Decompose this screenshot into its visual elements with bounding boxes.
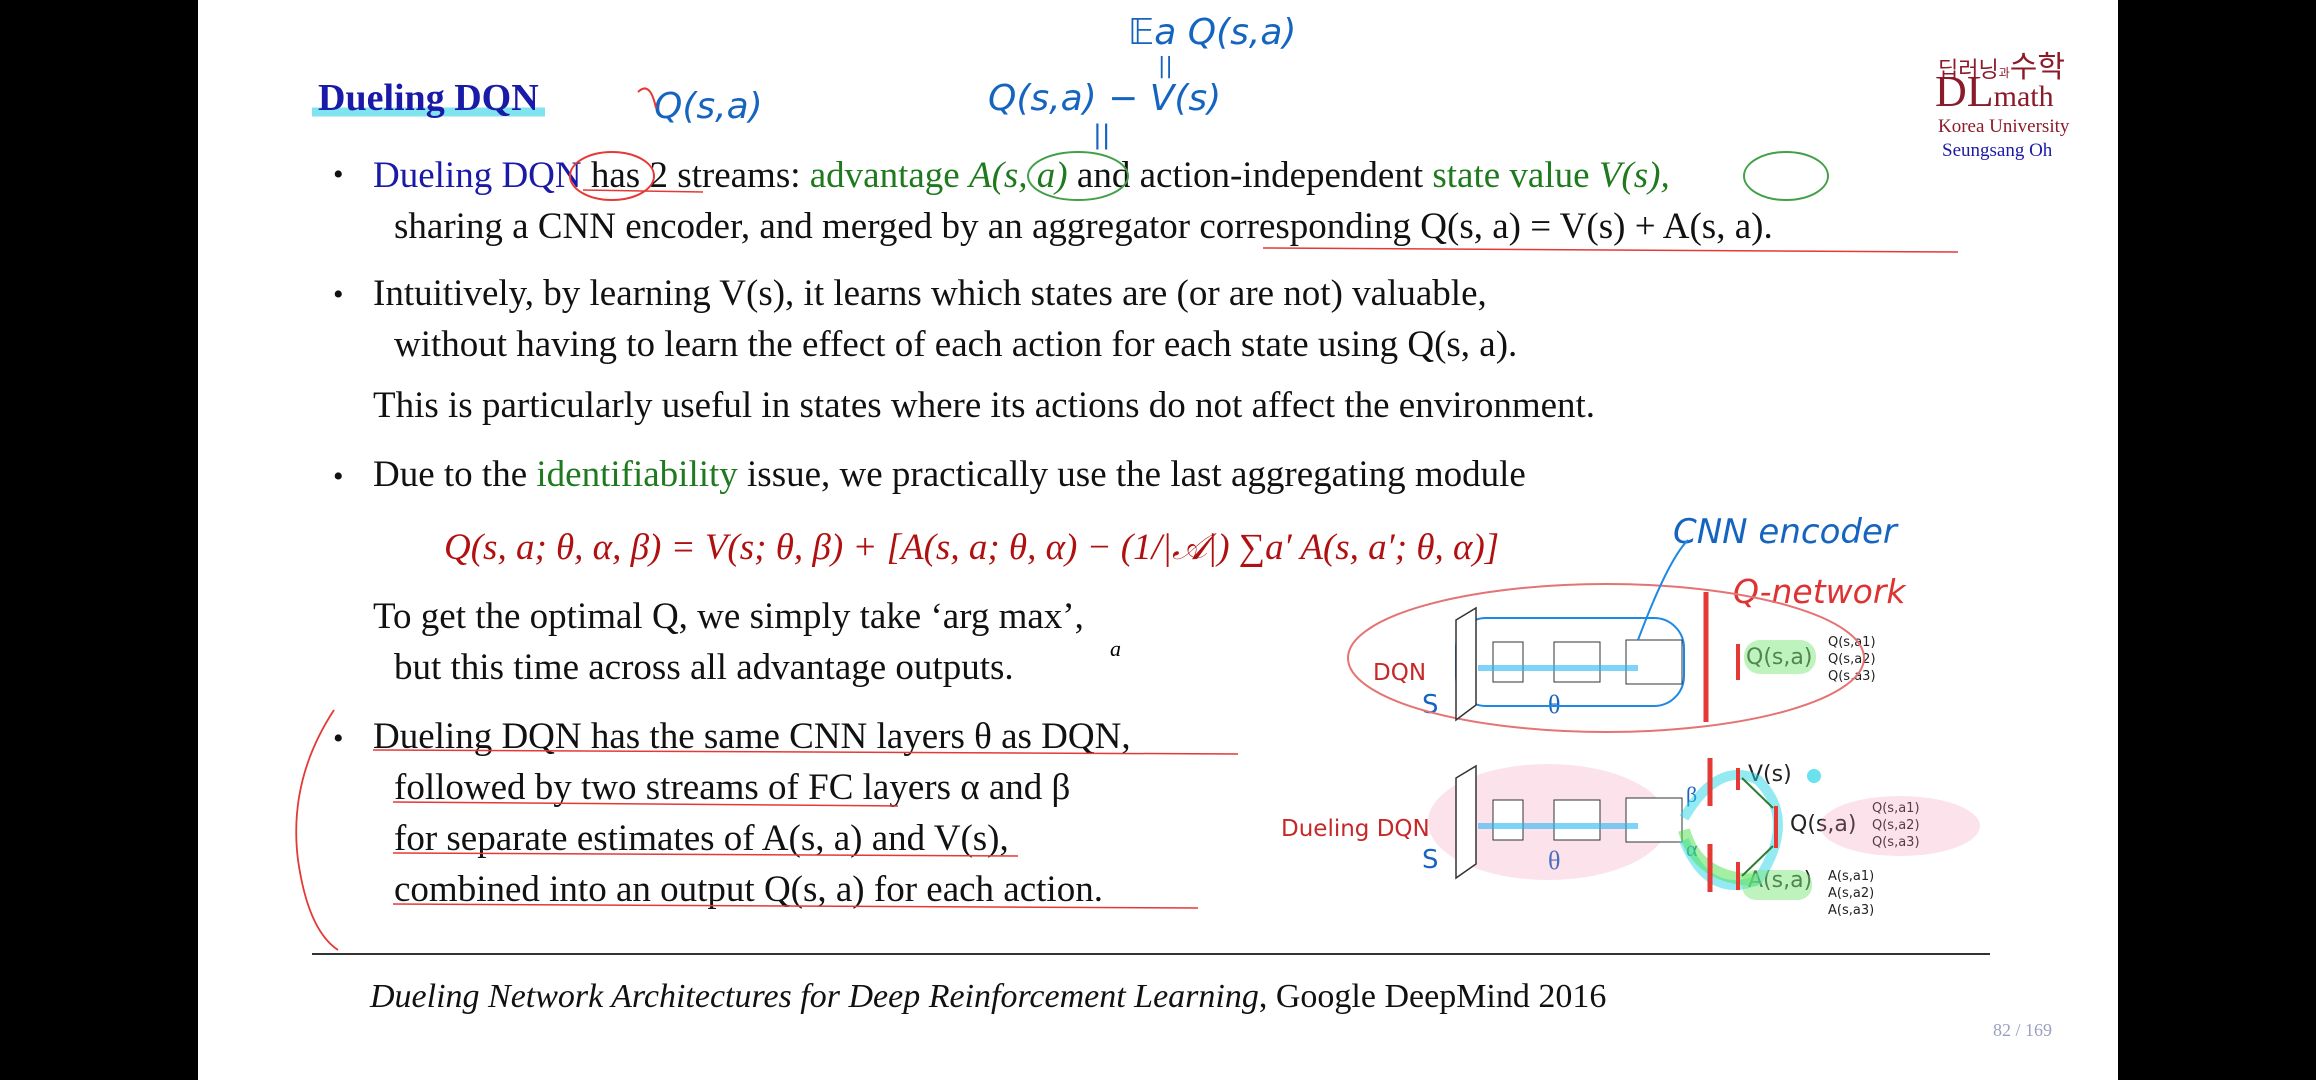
- logo-korean2: 수학: [2009, 50, 2065, 85]
- bullet1-line1: Dueling DQN has 2 streams: advantage A(s…: [373, 155, 1670, 196]
- q-item: Q(s,a2): [1872, 818, 1920, 833]
- annot-q-sa: Q(s,a): [654, 86, 763, 127]
- bullet4-line4: combined into an output Q(s, a) for each…: [394, 869, 1103, 910]
- annot-q-network: Q-network: [1733, 572, 1906, 611]
- q-item: Q(s,a1): [1828, 635, 1876, 650]
- annot-circle: [569, 151, 655, 201]
- a-item: A(s,a2): [1828, 886, 1875, 901]
- bullet2-line3: This is particularly useful in states wh…: [373, 385, 1596, 426]
- annot-underline: [372, 749, 1239, 909]
- bullet-dot: •: [333, 460, 344, 493]
- argmax-subscript: a: [1110, 636, 1121, 661]
- bullet4-line3: for separate estimates of A(s, a) and V(…: [394, 818, 1009, 859]
- annot-expectation: 𝔼a Q(s,a): [1128, 12, 1297, 53]
- q-item: Q(s,a3): [1872, 835, 1920, 850]
- annot-equals: ||: [1158, 54, 1173, 79]
- logo-korean: 딥러닝: [1938, 58, 1999, 83]
- annot-arrow: [637, 87, 657, 109]
- bullet2-line2: without having to learn the effect of ea…: [394, 324, 1518, 365]
- bullet-dot: •: [333, 278, 344, 311]
- diagram-theta-label: θ: [1548, 846, 1561, 875]
- footer-citation: Dueling Network Architectures for Deep R…: [370, 978, 1607, 1015]
- aggregation-formula: Q(s, a; θ, α, β) = V(s; θ, β) + [A(s, a;…: [444, 527, 1500, 568]
- annot-q-minus-v: Q(s,a) − V(s): [988, 78, 1222, 119]
- a-item: A(s,a1): [1828, 869, 1875, 884]
- bullet3-line2: To get the optimal Q, we simply take ‘ar…: [373, 596, 1084, 637]
- diagram-q-output: Q(s,a): [1790, 812, 1857, 837]
- q-item: Q(s,a3): [1828, 669, 1876, 684]
- diagram-beta-label: β: [1686, 782, 1698, 807]
- logo-small: 과: [1998, 66, 2010, 80]
- annot-equals: ||: [1093, 120, 1111, 150]
- dqn-outline: [1347, 583, 1865, 733]
- slide-title: Dueling DQN: [312, 76, 545, 120]
- annot-cnn-encoder: CNN encoder: [1673, 512, 1897, 552]
- logo-dl: DL: [1935, 67, 1994, 116]
- diagram-dqn-label: DQN: [1373, 660, 1427, 686]
- q-item: Q(s,a1): [1872, 801, 1920, 816]
- diagram-theta-label: θ: [1548, 690, 1561, 719]
- logo: 딥러닝과수학: [1938, 42, 2065, 86]
- logo-author: Seungsang Oh: [1942, 140, 2053, 161]
- footer-divider: [312, 953, 1990, 955]
- diagram-s-label: S: [1422, 845, 1439, 875]
- bullet2-line1: Intuitively, by learning V(s), it learns…: [373, 273, 1487, 314]
- annot-bracket: [295, 709, 339, 951]
- conv-layer: [1492, 641, 1524, 683]
- logo-math: math: [1993, 80, 2054, 113]
- annot-underline: [1262, 247, 1959, 253]
- bullet3-line1: Due to the identifiability issue, we pra…: [373, 454, 1526, 495]
- bullet3-line3: but this time across all advantage outpu…: [394, 647, 1014, 688]
- conv-layer: [1553, 641, 1601, 683]
- diagram-a-list: A(s,a1) A(s,a2) A(s,a3): [1828, 868, 1874, 919]
- network-diagram: [295, 87, 1980, 951]
- slide: Dueling DQN 딥러닝과수학 DLmath Korea Universi…: [198, 0, 2118, 1080]
- bullet-dot: •: [333, 722, 344, 755]
- input-layer: [1455, 606, 1477, 722]
- logo-dlmath: DLmath: [1935, 66, 2054, 117]
- logo-univ: Korea University: [1938, 116, 2070, 137]
- conv-layer: [1553, 799, 1601, 841]
- annot-circle: [1743, 151, 1829, 201]
- bullet1-line2: sharing a CNN encoder, and merged by an …: [394, 206, 1773, 247]
- diagram-dueling-label: Dueling DQN: [1281, 816, 1430, 842]
- bullet-dot: •: [333, 158, 344, 191]
- conv-layer: [1625, 797, 1683, 843]
- a-item: A(s,a3): [1828, 903, 1875, 918]
- annot-underline: [582, 189, 704, 193]
- diagram-q-list: Q(s,a1) Q(s,a2) Q(s,a3): [1872, 800, 1920, 851]
- dueling-highlight: [1428, 764, 1668, 880]
- input-layer: [1455, 764, 1477, 880]
- conv-layer: [1492, 799, 1524, 841]
- conv-layer: [1625, 639, 1683, 685]
- annot-circle: [1027, 151, 1129, 201]
- bullet4-line2: followed by two streams of FC layers α a…: [394, 767, 1071, 808]
- page-number: 82 / 169: [1993, 1020, 2053, 1040]
